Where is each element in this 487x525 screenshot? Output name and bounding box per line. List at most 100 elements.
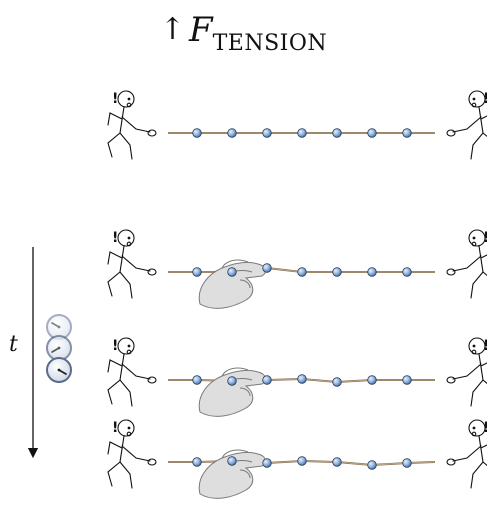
bead-node: [227, 376, 237, 386]
person-leg: [470, 379, 484, 407]
person-eye: [127, 426, 131, 430]
person-eye: [472, 344, 476, 348]
clock-center: [57, 346, 61, 350]
person-fist: [446, 376, 456, 384]
exclamation-mark: !: [112, 338, 118, 354]
person-leg: [482, 271, 487, 277]
person-back-arm: [480, 362, 487, 367]
person-arm: [452, 363, 482, 380]
bead-node: [227, 128, 237, 138]
person-mouth: [471, 349, 477, 355]
person-head: [117, 337, 135, 355]
bead-node: [262, 375, 272, 385]
person-arm: [452, 116, 482, 133]
person-arm: [121, 255, 151, 272]
person-torso: [478, 435, 484, 463]
force-subscript: TENSION: [212, 31, 328, 56]
person-mouth: [471, 102, 477, 108]
person-torso: [478, 106, 484, 134]
person-leg: [470, 132, 484, 160]
person-torso: [478, 353, 484, 381]
person-eye: [472, 97, 476, 101]
person-arm: [121, 363, 151, 380]
person-torso: [119, 106, 125, 134]
hand-thumb: [239, 387, 251, 397]
bead-node: [367, 460, 377, 470]
bead-node: [367, 128, 377, 138]
panels-group: !!!!!!!!: [107, 90, 487, 499]
person-back-arm: [480, 444, 487, 449]
pinching-hand-icon: [198, 367, 266, 417]
person-fist: [147, 268, 157, 276]
left-person-figure: !: [107, 90, 157, 160]
person-back-arm: [107, 359, 123, 373]
title: ↑FTENSION: [0, 10, 487, 56]
person-mouth: [126, 431, 132, 437]
panel-initial: !!: [107, 90, 487, 160]
bead-node: [297, 456, 307, 466]
person-leg: [482, 379, 487, 385]
person-arm: [121, 445, 151, 462]
bead-node: [262, 458, 272, 468]
person-leg: [119, 271, 133, 299]
person-torso: [119, 435, 125, 463]
bead-node: [402, 375, 412, 385]
person-arm: [121, 116, 151, 133]
person-back-arm: [480, 254, 487, 259]
clock-center: [57, 325, 61, 329]
person-head: [117, 90, 135, 108]
person-mouth: [471, 431, 477, 437]
person-eye: [127, 344, 131, 348]
person-eye: [127, 236, 131, 240]
person-eye: [472, 426, 476, 430]
bead-node: [332, 457, 342, 467]
hand-finger: [221, 449, 249, 459]
bead-node: [192, 267, 202, 277]
exclamation-mark: !: [112, 91, 118, 107]
person-head: [468, 90, 486, 108]
left-person-figure: !: [107, 337, 157, 407]
person-head: [468, 419, 486, 437]
person-leg: [107, 461, 121, 487]
left-person-figure: !: [107, 229, 157, 299]
person-arm: [452, 445, 482, 462]
exclamation-mark: !: [483, 338, 487, 354]
exclamation-mark: !: [112, 230, 118, 246]
person-leg: [119, 461, 133, 489]
bead-node: [262, 263, 272, 273]
person-head: [468, 337, 486, 355]
person-arm: [452, 255, 482, 272]
bead-node: [332, 267, 342, 277]
hand-finger: [221, 367, 249, 377]
person-leg: [470, 271, 484, 299]
person-head: [117, 419, 135, 437]
person-fist: [147, 458, 157, 466]
exclamation-mark: !: [483, 420, 487, 436]
person-back-arm: [107, 251, 123, 265]
person-fist: [446, 129, 456, 137]
bead-node: [192, 128, 202, 138]
bead-node: [367, 375, 377, 385]
person-leg: [470, 461, 484, 489]
pinching-hand-icon: [198, 259, 266, 309]
person-mouth: [471, 241, 477, 247]
hand-finger: [221, 259, 249, 269]
panel-pull: !!: [107, 229, 487, 309]
person-head: [468, 229, 486, 247]
bead-node: [262, 128, 272, 138]
clock-center: [57, 368, 61, 372]
person-torso: [119, 245, 125, 273]
right-person-figure: !: [446, 90, 487, 160]
clock-icons-group: [46, 314, 72, 383]
bead-node: [367, 267, 377, 277]
bead-node: [332, 377, 342, 387]
clock-icon: [46, 335, 72, 361]
bead-node: [402, 458, 412, 468]
right-person-figure: !: [446, 419, 487, 489]
person-leg: [119, 379, 133, 407]
bead-node: [297, 128, 307, 138]
left-person-figure: !: [107, 419, 157, 489]
exclamation-mark: !: [483, 91, 487, 107]
bead-node: [332, 128, 342, 138]
